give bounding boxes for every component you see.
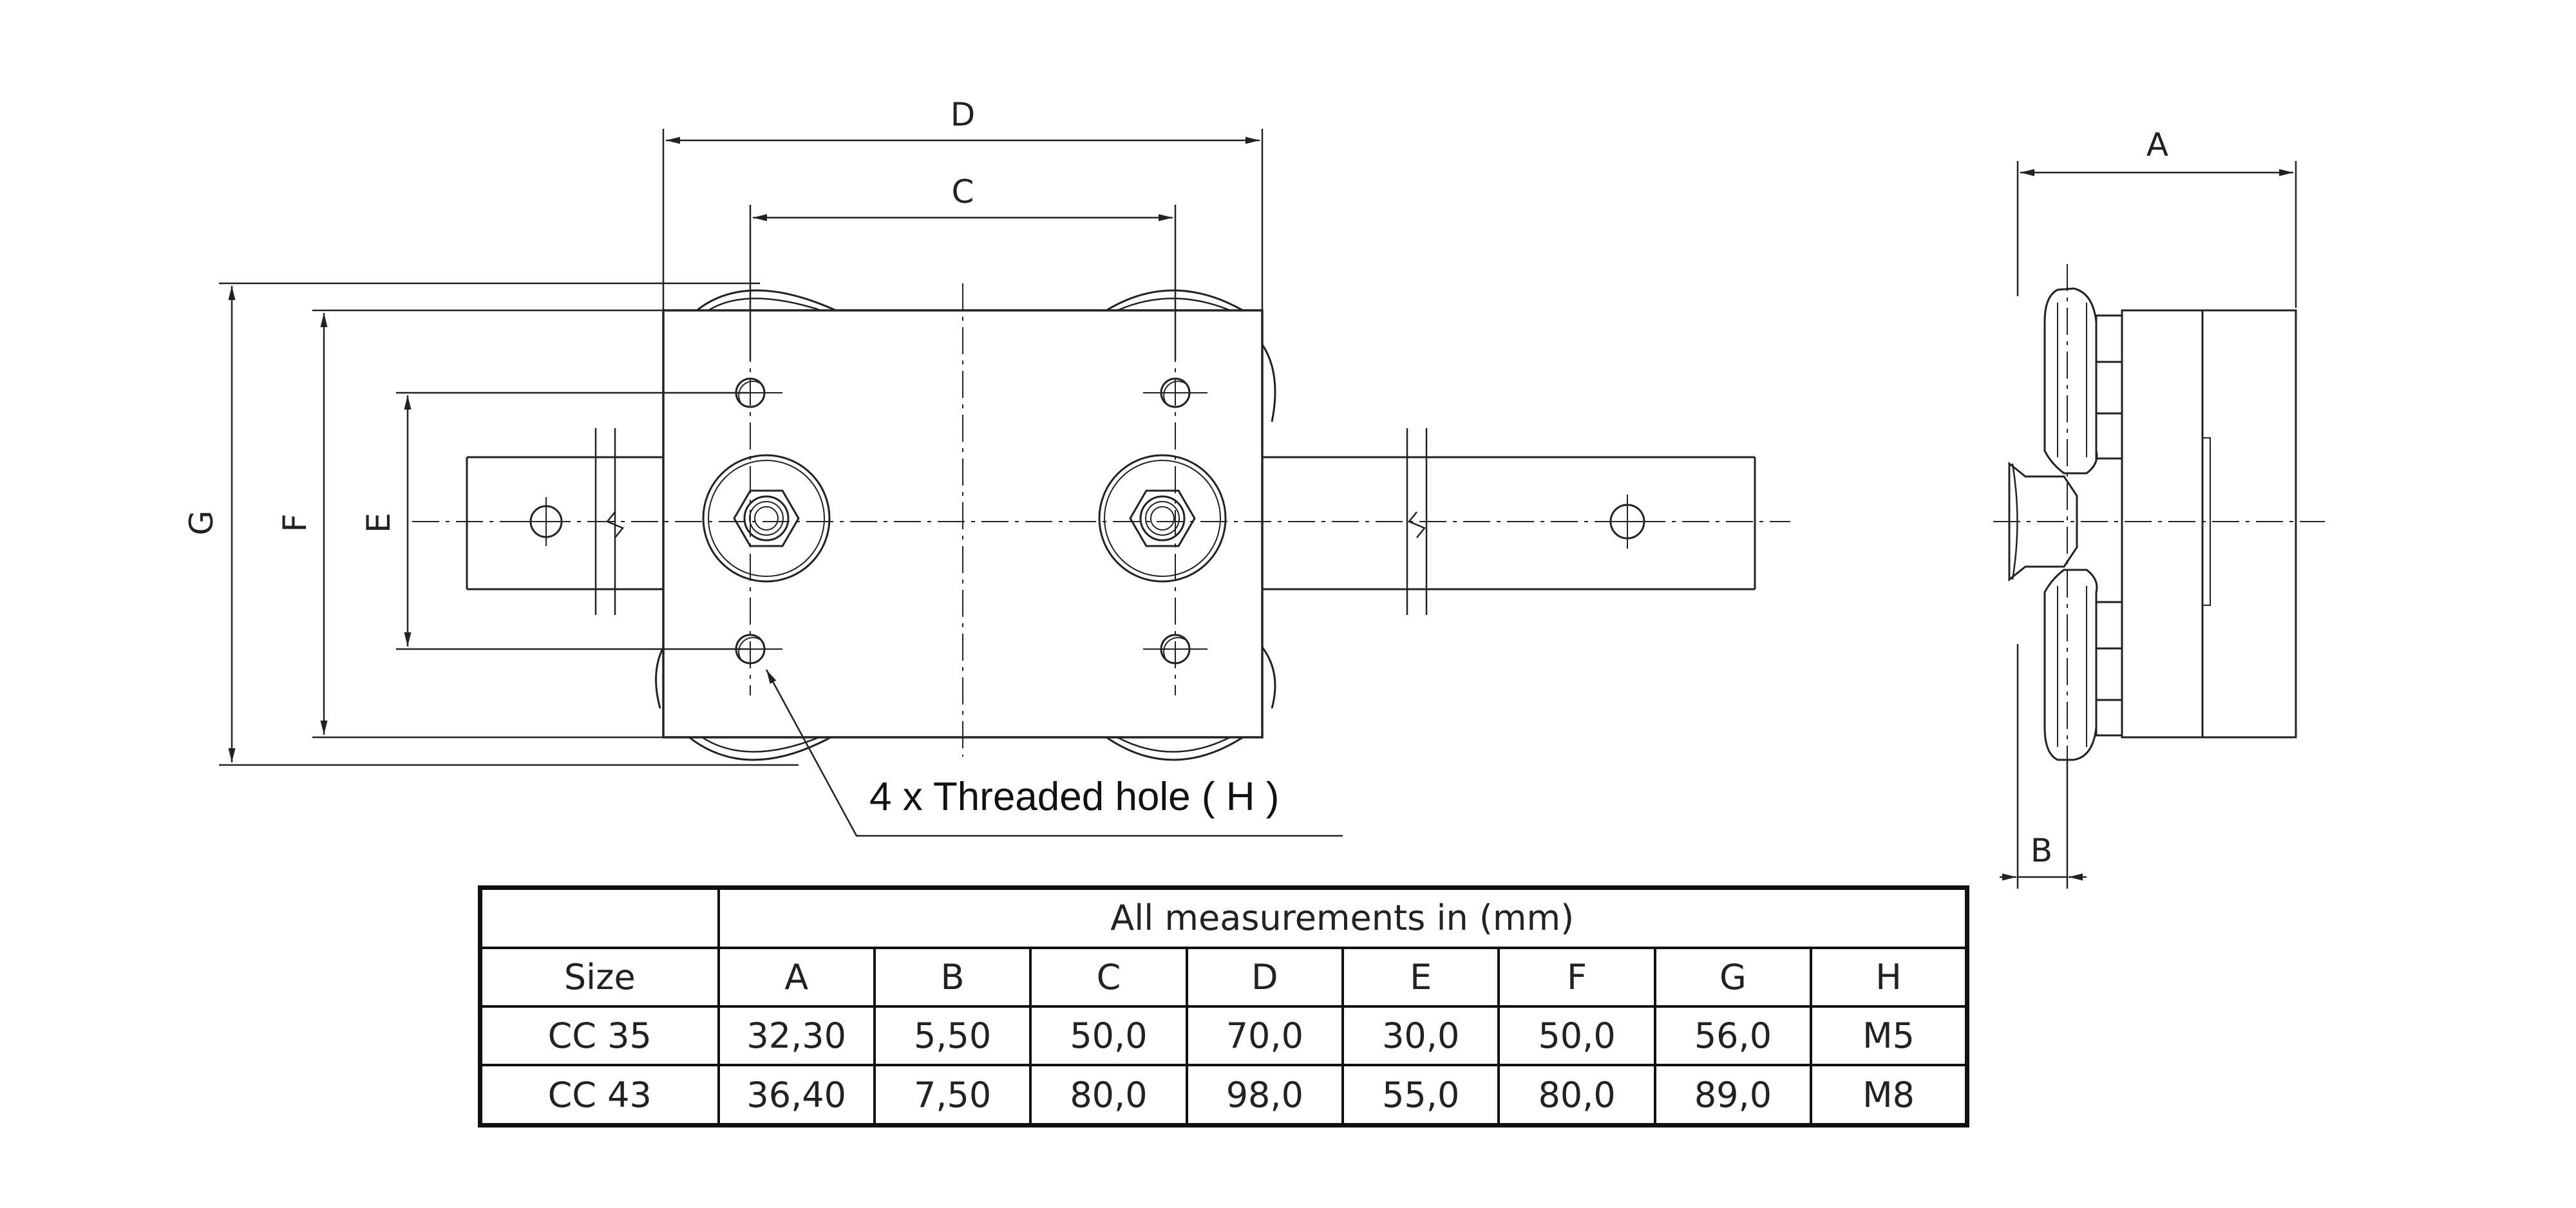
table-row: CC 43 36,40 7,50 80,0 98,0 55,0 80,0 89,…	[478, 1064, 1969, 1127]
side-rail-profile	[2008, 461, 2078, 582]
dim-label-a: A	[2146, 126, 2168, 164]
side-plate-inner	[2121, 309, 2204, 739]
table-caption-row: All measurements in (mm)	[478, 886, 1969, 949]
header-c: C	[1029, 946, 1188, 1008]
table-cell: 80,0	[1029, 1064, 1188, 1127]
table-cell: 56,0	[1653, 1005, 1813, 1067]
dim-label-g: G	[183, 511, 220, 536]
wheel-top-left	[696, 289, 837, 312]
side-dimensions	[2000, 161, 2297, 889]
table-cell: 98,0	[1185, 1064, 1345, 1127]
wheel-top-right	[1106, 289, 1244, 312]
table-header-row: Size A B C D E F G H	[478, 946, 1969, 1008]
threaded-hole-top-right	[1143, 377, 1208, 408]
table-cell: 50,0	[1497, 1005, 1656, 1067]
front-view	[412, 283, 1790, 761]
dim-label-b: B	[2031, 832, 2052, 869]
callout-leader	[765, 669, 1343, 837]
table-corner-cell	[478, 886, 720, 949]
front-dimensions	[219, 129, 1343, 837]
table-cell: M8	[1810, 1064, 1969, 1127]
dim-label-d: D	[951, 96, 976, 133]
table-cell: 89,0	[1653, 1064, 1813, 1127]
side-wheel-top	[2043, 287, 2098, 475]
dim-label-e: E	[360, 513, 397, 533]
side-plate-outer	[2201, 309, 2297, 739]
dim-label-f: F	[276, 514, 314, 533]
table-cell: 50,0	[1029, 1005, 1188, 1067]
table-cell: 55,0	[1341, 1064, 1501, 1127]
table-cell: CC 43	[478, 1064, 720, 1127]
table-cell: M5	[1810, 1005, 1969, 1067]
header-f: F	[1497, 946, 1656, 1008]
table-cell: 36,40	[717, 1064, 876, 1127]
table-cell: 5,50	[873, 1005, 1032, 1067]
callout-threaded-hole: 4 x Threaded hole ( H )	[869, 775, 1279, 819]
header-a: A	[717, 946, 876, 1008]
header-b: B	[873, 946, 1032, 1008]
rail-left	[466, 428, 663, 615]
axle-left	[702, 454, 831, 583]
table-row: CC 35 32,30 5,50 50,0 70,0 30,0 50,0 56,…	[478, 1005, 1969, 1067]
table-cell: 70,0	[1185, 1005, 1345, 1067]
dim-label-c: C	[952, 173, 974, 211]
threaded-hole-bottom-right	[1143, 634, 1208, 665]
table-cell: 80,0	[1497, 1064, 1656, 1127]
measurements-table: All measurements in (mm) Size A B C D E …	[478, 885, 1969, 1128]
side-wheel-bottom	[2043, 569, 2098, 761]
table-cell: 7,50	[873, 1064, 1032, 1127]
header-d: D	[1185, 946, 1345, 1008]
table-cell: CC 35	[478, 1005, 720, 1067]
header-size: Size	[478, 946, 720, 1008]
header-e: E	[1341, 946, 1501, 1008]
header-g: G	[1653, 946, 1813, 1008]
table-cell: 30,0	[1341, 1005, 1501, 1067]
axle-right	[1098, 454, 1227, 583]
header-h: H	[1810, 946, 1969, 1008]
side-view	[1993, 264, 2325, 869]
table-cell: 32,30	[717, 1005, 876, 1067]
table-caption: All measurements in (mm)	[717, 886, 1969, 949]
wheel-bottom-left	[688, 736, 831, 761]
wheel-bottom-right	[1106, 736, 1244, 761]
